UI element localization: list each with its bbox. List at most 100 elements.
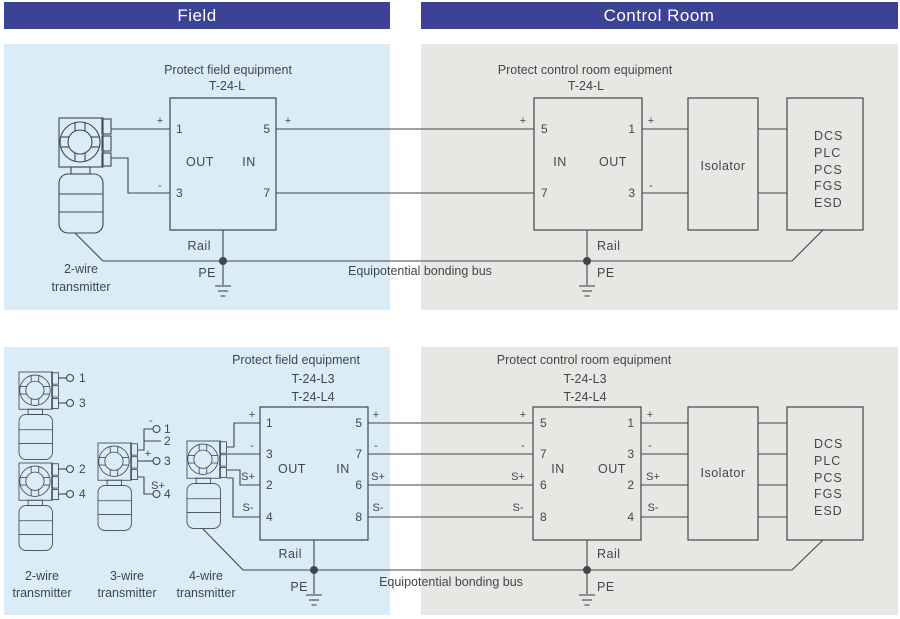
row2-bus-label: Equipotential bonding bus: [379, 575, 523, 589]
row2-field-in-label: IN: [336, 462, 350, 476]
row2-control-model-l3: T-24-L3: [563, 372, 606, 386]
row1-field-out-label: OUT: [186, 155, 214, 169]
row2-isolator-box: [687, 406, 759, 541]
row2-control-term-2: 2: [627, 478, 634, 492]
row2-control-term-4: 4: [627, 510, 634, 524]
row2-control-term-6: 6: [540, 478, 547, 492]
row2-field-minus-right: -: [374, 440, 378, 452]
row1-equipment-fgs: FGS: [814, 179, 843, 193]
row2-2wire-top-term-3: 3: [79, 396, 86, 410]
row1-control-panel: [421, 44, 898, 310]
row2-2wire-bottom-terminals: [58, 464, 75, 499]
row1-control-term-5: 5: [541, 122, 548, 136]
row1-field-model: T-24-L: [209, 79, 245, 93]
row2-control-pe-label: PE: [597, 580, 615, 594]
row2-control-term-1: 1: [627, 416, 634, 430]
field-title: Field: [177, 6, 216, 25]
row2-field-splus-right: S+: [371, 471, 385, 483]
row1-field-term-5: 5: [263, 122, 270, 136]
row2-equipment-fgs: FGS: [814, 487, 843, 501]
row2-control-rail-label: Rail: [597, 547, 621, 561]
row2-field-term-6: 6: [355, 478, 362, 492]
row1-control-plus-left: +: [520, 115, 526, 127]
row2-field-out-label: OUT: [278, 462, 306, 476]
row2-control-splus-left: S+: [511, 471, 525, 483]
row2-field-term-3: 3: [266, 447, 273, 461]
row2-control-splus-right: S+: [646, 471, 660, 483]
row1-control-minus-right: -: [649, 180, 653, 192]
row2-3wire-term-3: 3: [164, 454, 171, 468]
row1-control-in-label: IN: [553, 155, 567, 169]
row1-equipment-esd: ESD: [814, 196, 843, 210]
row1-control-term-7: 7: [541, 186, 548, 200]
row1-bus-label: Equipotential bonding bus: [348, 264, 492, 278]
row1-control-out-label: OUT: [599, 155, 627, 169]
row1-field-plus-left: +: [157, 115, 163, 127]
row2-ground-bus: [202, 528, 824, 574]
row1-control-model: T-24-L: [568, 79, 604, 93]
row1-transmitter-label-1: 2-wire: [64, 262, 98, 276]
control-room-header-bar: [421, 2, 898, 29]
row2-control-minus-right: -: [648, 440, 652, 452]
row1-control-rail-label: Rail: [597, 239, 621, 253]
row2-control-term-5: 5: [540, 416, 547, 430]
row2-control-out-label: OUT: [598, 462, 626, 476]
row2-control-sminus-right: S-: [648, 502, 659, 514]
row2-control-caption: Protect control room equipment: [497, 353, 672, 367]
row2-equipment-pcs: PCS: [814, 471, 843, 485]
row2-field-caption: Protect field equipment: [232, 353, 360, 367]
row2-field-minus-left: -: [250, 440, 254, 452]
row2-equipment-box: [786, 406, 864, 541]
row1-isolator-label: Isolator: [701, 159, 746, 173]
row2-control-term-7: 7: [540, 447, 547, 461]
row2-field-term-8: 8: [355, 510, 362, 524]
row2-3wire-splus-label: S+: [151, 480, 165, 492]
row2-field-sminus-right: S-: [373, 502, 384, 514]
row2-field-plus-right: +: [373, 409, 379, 421]
row2-2wire-top-terminals: [58, 373, 75, 408]
row1-field-term-3: 3: [176, 186, 183, 200]
row2-4wire-label-2: transmitter: [176, 586, 235, 600]
row2-3wire-term-2: 2: [164, 434, 171, 448]
row2-control-in-label: IN: [551, 462, 565, 476]
row1-field-panel: [4, 44, 390, 310]
row2-equipment-esd: ESD: [814, 504, 843, 518]
row2-2wire-label-2: transmitter: [12, 586, 71, 600]
field-header-bar: [4, 2, 390, 29]
row2-control-minus-left: -: [521, 440, 525, 452]
row2-field-model-l4: T-24-L4: [291, 390, 334, 404]
row2-2wire-bottom-term-2: 2: [79, 462, 86, 476]
row1-isolator-box: [687, 97, 759, 231]
row2-field-term-7: 7: [355, 447, 362, 461]
row2-2wire-top-term-1: 1: [79, 371, 86, 385]
row1-control-caption: Protect control room equipment: [498, 63, 673, 77]
row2-field-sminus-left: S-: [243, 502, 254, 514]
row1-field-plus-right: +: [285, 115, 291, 127]
row2-3wire-label-2: transmitter: [97, 586, 156, 600]
row2-3wire-minus-label: -: [149, 415, 153, 427]
row2-3wire-term-4: 4: [164, 487, 171, 501]
row1-control-pe-label: PE: [597, 266, 615, 280]
row2-field-term-2: 2: [266, 478, 273, 492]
row1-equipment-plc: PLC: [814, 146, 841, 160]
row2-control-plus-right: +: [647, 409, 653, 421]
row1-control-term-1: 1: [628, 122, 635, 136]
row2-control-term-3: 3: [627, 447, 634, 461]
row2-field-pe-label: PE: [290, 580, 308, 594]
row1-field-term-1: 1: [176, 122, 183, 136]
row1-field-in-label: IN: [242, 155, 256, 169]
row2-field-model-l3: T-24-L3: [291, 372, 334, 386]
row2-signal-wires: [227, 422, 787, 518]
row1-field-caption: Protect field equipment: [164, 63, 292, 77]
row2-3wire-terminals: [138, 424, 161, 499]
row1-equipment-box: [786, 97, 864, 231]
row2-4wire-label-1: 4-wire: [189, 569, 223, 583]
row2-field-rail-label: Rail: [278, 547, 302, 561]
row2-control-term-8: 8: [540, 510, 547, 524]
row2-2wire-label-1: 2-wire: [25, 569, 59, 583]
row2-3wire-term-1: 1: [164, 422, 171, 436]
row2-field-splus-left: S+: [241, 471, 255, 483]
row2-isolator-label: Isolator: [701, 466, 746, 480]
